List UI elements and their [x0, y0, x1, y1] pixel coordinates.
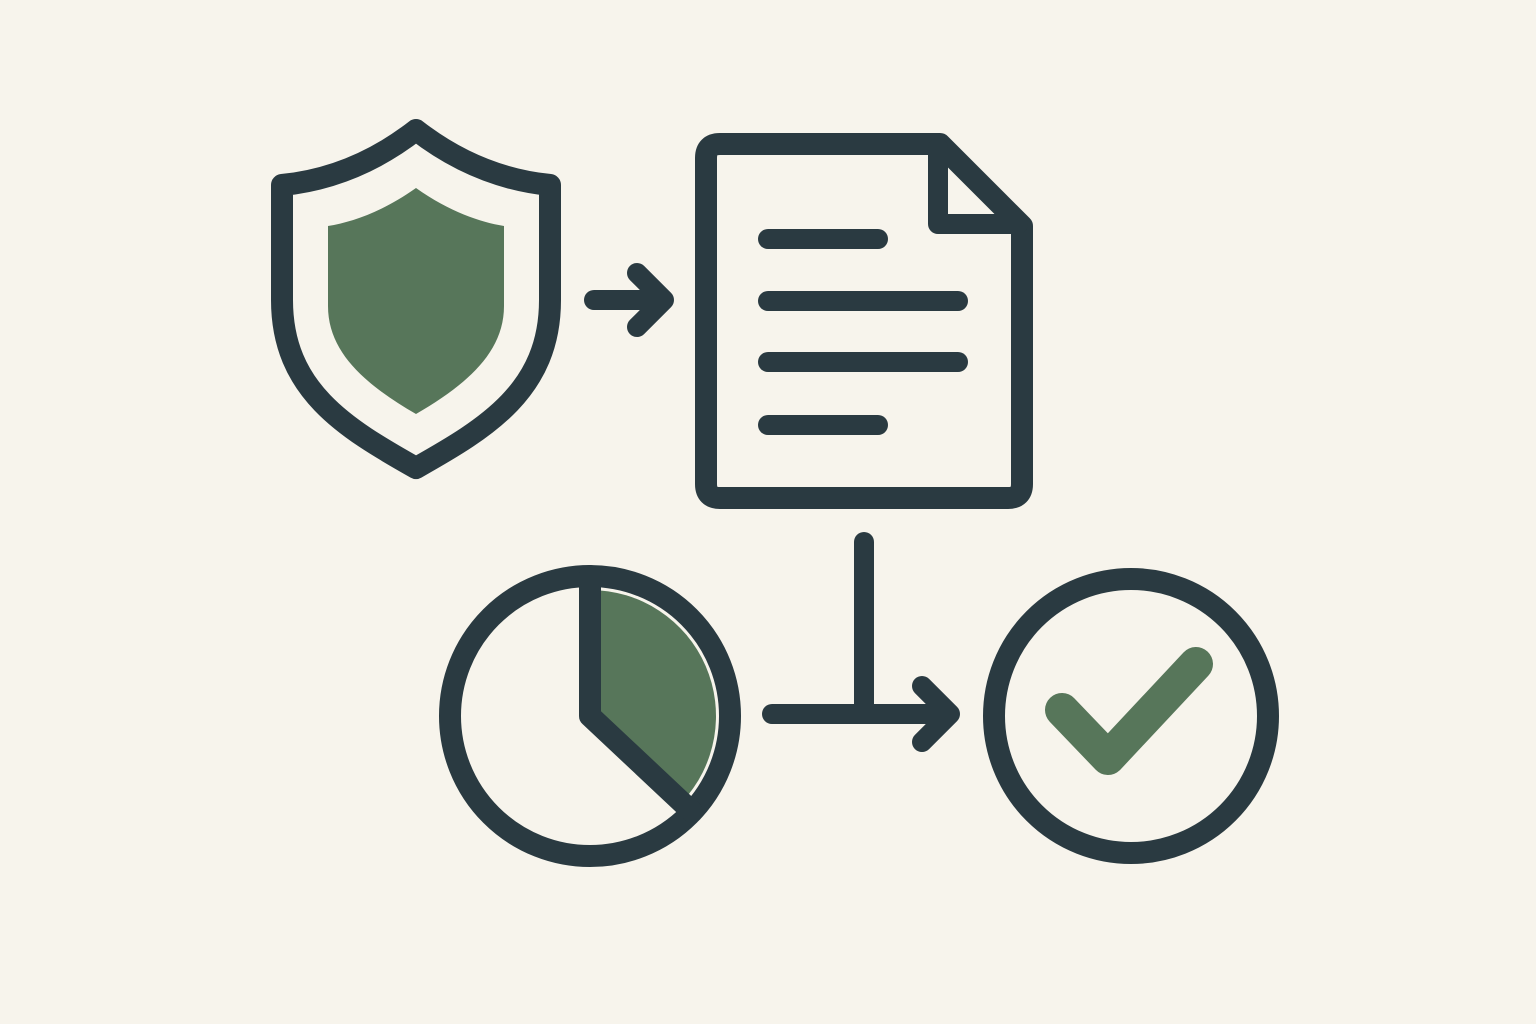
pie-chart-node	[439, 565, 741, 867]
check-circle-icon	[983, 568, 1279, 864]
arrow-shield-to-document	[584, 263, 674, 337]
shield-inner-fill	[328, 188, 504, 414]
checkmark-icon	[1045, 647, 1213, 775]
pie-chart-highlight-slice	[590, 590, 717, 803]
document-fold	[928, 138, 1028, 234]
elbow-arrow-document-to-check	[762, 532, 960, 752]
arrow-right-icon	[584, 263, 674, 337]
pie-chart-divider	[579, 565, 704, 823]
shield-icon	[271, 119, 561, 479]
document-icon	[695, 133, 1033, 509]
shield-node	[271, 119, 561, 479]
document-node	[695, 133, 1033, 509]
check-node	[983, 568, 1279, 864]
elbow-arrow-icon	[762, 532, 960, 752]
